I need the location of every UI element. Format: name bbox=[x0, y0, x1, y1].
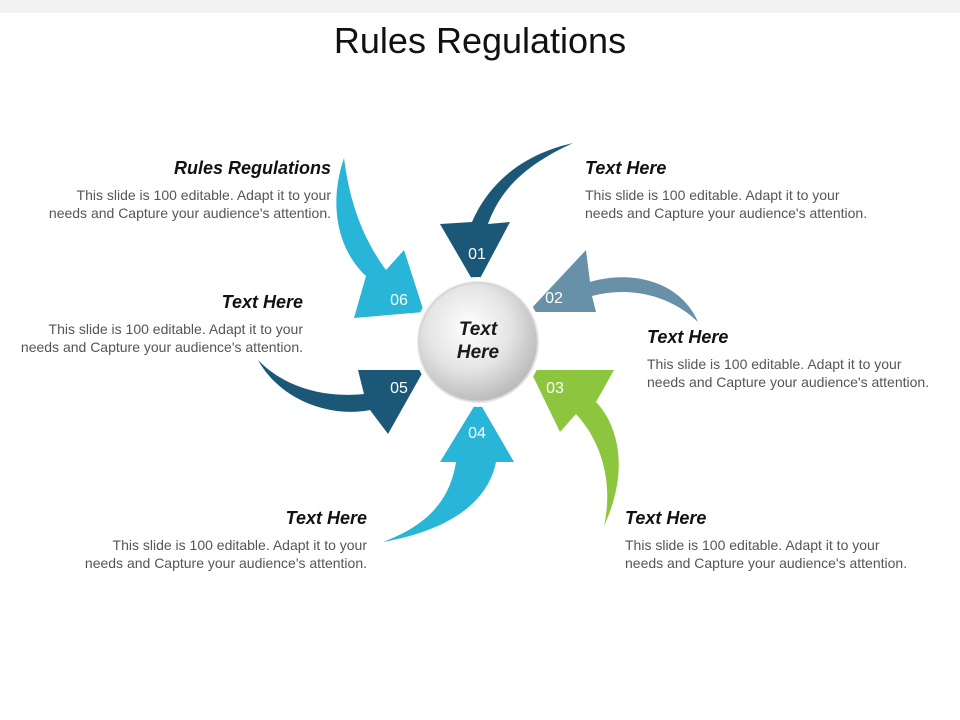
block-description-line: This slide is 100 editable. Adapt it to … bbox=[76, 187, 331, 203]
block-description-line: needs and Capture your audience's attent… bbox=[625, 555, 908, 571]
block-description-line: This slide is 100 editable. Adapt it to … bbox=[112, 537, 367, 553]
hub-label: Text Here bbox=[420, 318, 536, 364]
text-block-01: Text Here This slide is 100 editable. Ad… bbox=[585, 157, 895, 222]
text-block-04: Text Here This slide is 100 editable. Ad… bbox=[57, 507, 367, 572]
arrow-number-05: 05 bbox=[390, 380, 408, 397]
arrow-02 bbox=[528, 250, 698, 322]
block-description-line: needs and Capture your audience's attent… bbox=[647, 374, 930, 390]
block-description-line: This slide is 100 editable. Adapt it to … bbox=[48, 321, 303, 337]
arrow-number-03: 03 bbox=[546, 380, 564, 397]
hub-label-line1: Text bbox=[458, 319, 498, 340]
top-strip bbox=[0, 0, 960, 13]
block-description-line: needs and Capture your audience's attent… bbox=[84, 555, 367, 571]
block-heading: Text Here bbox=[625, 508, 707, 528]
block-description-line: needs and Capture your audience's attent… bbox=[20, 339, 303, 355]
text-block-02: Text Here This slide is 100 editable. Ad… bbox=[647, 326, 957, 391]
hub-circle bbox=[418, 282, 538, 402]
block-description-line: This slide is 100 editable. Adapt it to … bbox=[625, 537, 880, 553]
block-description-line: needs and Capture your audience's attent… bbox=[585, 205, 868, 221]
block-description-line: This slide is 100 editable. Adapt it to … bbox=[585, 187, 840, 203]
block-description: This slide is 100 editable. Adapt it to … bbox=[625, 536, 935, 572]
arrow-04 bbox=[383, 400, 514, 542]
block-heading: Text Here bbox=[647, 327, 729, 347]
text-block-05: Text Here This slide is 100 editable. Ad… bbox=[0, 291, 303, 356]
arrow-number-04: 04 bbox=[468, 425, 486, 442]
block-description: This slide is 100 editable. Adapt it to … bbox=[57, 536, 367, 572]
hub-label-line2: Here bbox=[456, 342, 500, 363]
block-description-line: This slide is 100 editable. Adapt it to … bbox=[647, 356, 902, 372]
arrow-06 bbox=[336, 158, 424, 318]
arrow-number-01: 01 bbox=[468, 246, 486, 263]
block-heading: Text Here bbox=[221, 292, 303, 312]
text-block-03: Text Here This slide is 100 editable. Ad… bbox=[625, 507, 935, 572]
arrow-number-06: 06 bbox=[390, 292, 408, 309]
block-heading: Rules Regulations bbox=[173, 158, 331, 178]
block-description: This slide is 100 editable. Adapt it to … bbox=[585, 186, 895, 222]
arrow-01 bbox=[440, 143, 573, 286]
block-description-line: needs and Capture your audience's attent… bbox=[48, 205, 331, 221]
slide-title: Rules Regulations bbox=[333, 20, 627, 61]
block-description: This slide is 100 editable. Adapt it to … bbox=[21, 186, 331, 222]
text-block-06: Rules Regulations This slide is 100 edit… bbox=[21, 157, 331, 222]
block-heading: Text Here bbox=[585, 158, 667, 178]
block-description: This slide is 100 editable. Adapt it to … bbox=[0, 320, 303, 356]
block-heading: Text Here bbox=[285, 508, 367, 528]
block-description: This slide is 100 editable. Adapt it to … bbox=[647, 355, 957, 391]
arrow-03 bbox=[530, 370, 619, 526]
arrow-number-02: 02 bbox=[545, 290, 563, 307]
arrow-05 bbox=[258, 360, 424, 434]
